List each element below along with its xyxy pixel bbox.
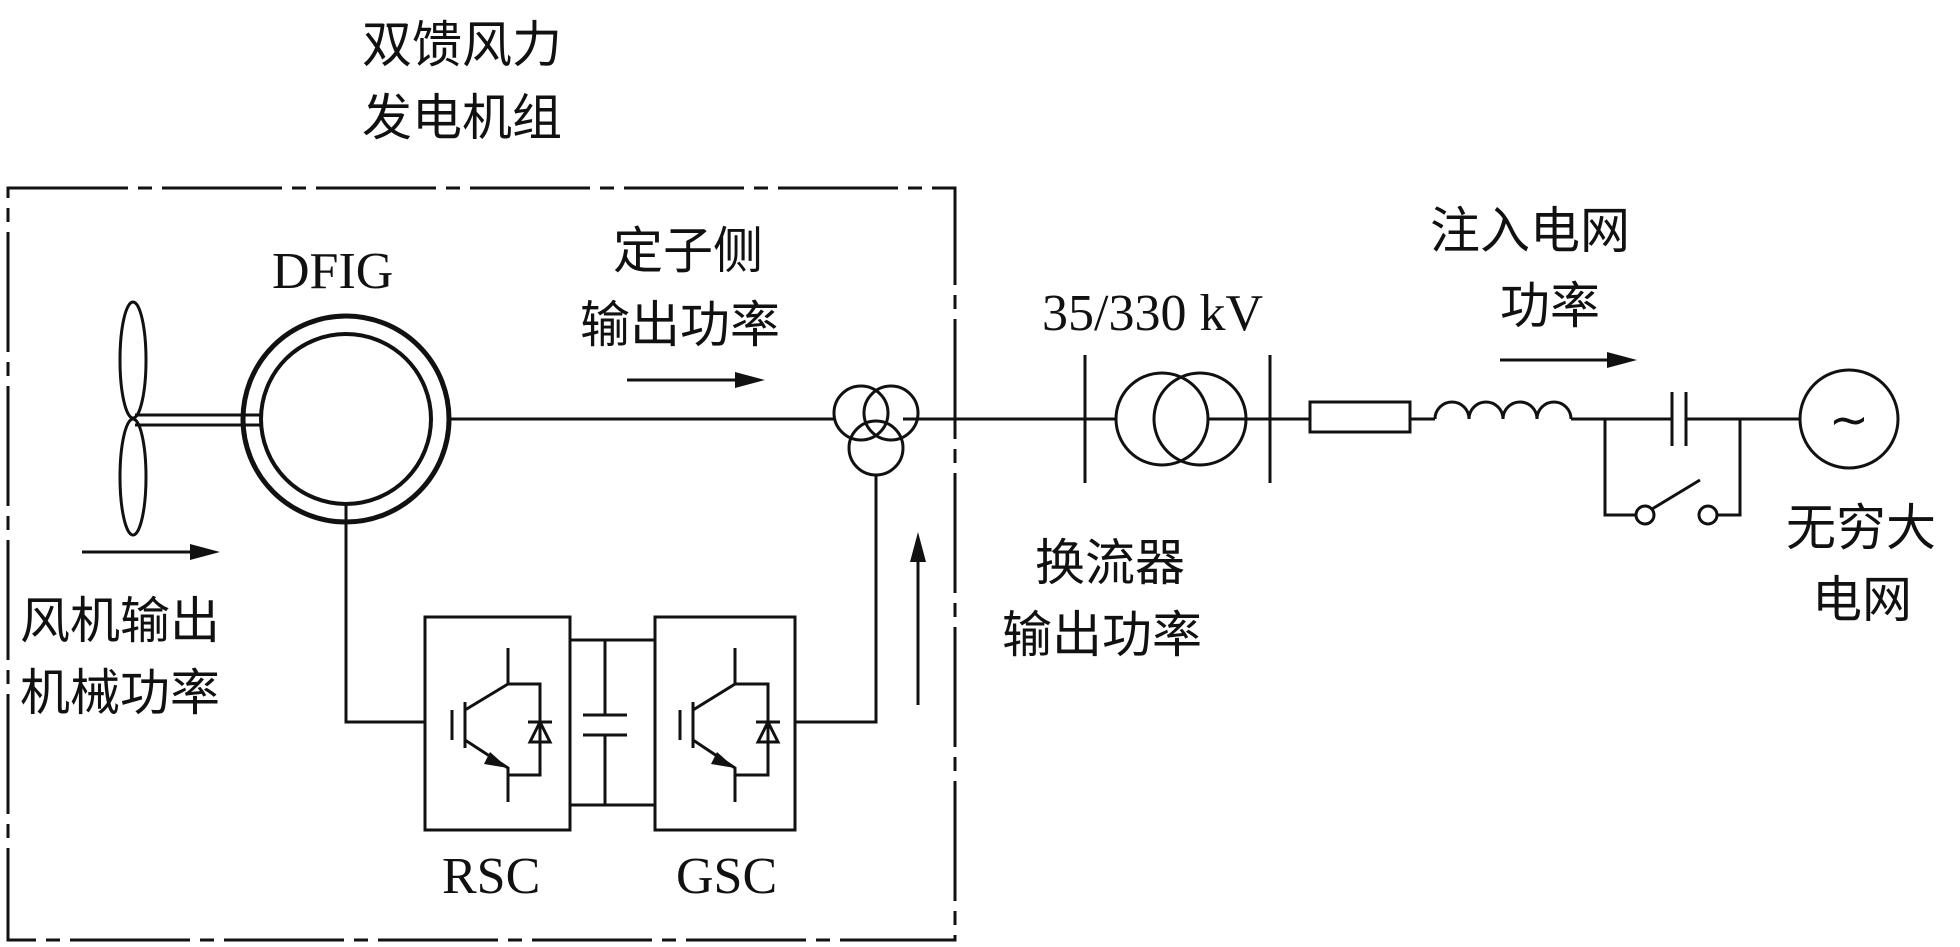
transformer-voltage-label: 35/330 kV (1042, 285, 1263, 342)
stator-power-label-line1: 定子侧 (613, 222, 763, 280)
mech-power-label-line1: 风机输出 (20, 592, 220, 650)
dfig-unit-boundary (6, 186, 957, 942)
gsc-feeder-line (795, 475, 878, 724)
converter-power-label-line1: 换流器 (1035, 534, 1185, 592)
line-resistor-icon (1308, 400, 1412, 434)
grid-label-line1: 无穷大 (1786, 499, 1936, 557)
grid-label-line2: 电网 (1812, 571, 1912, 629)
dfig-unit-title-line2: 发电机组 (362, 89, 562, 147)
three-winding-transformer-icon (832, 384, 920, 477)
converter-power-label-line2: 输出功率 (1002, 606, 1202, 664)
line-inductor-icon (1433, 400, 1573, 420)
ac-source-icon: ~ (1829, 392, 1869, 448)
dfig-generator-icon (240, 313, 452, 525)
mech-power-label-line2: 机械功率 (20, 664, 220, 722)
gsc-converter (653, 615, 797, 832)
series-capacitor-icon (1605, 392, 1740, 446)
stator-power-label-line2: 输出功率 (580, 296, 780, 354)
dfig-label: DFIG (272, 243, 393, 300)
rsc-converter (423, 615, 572, 832)
rotor-feeder-line (344, 502, 425, 724)
injected-power-label-line2: 功率 (1500, 277, 1600, 335)
step-up-transformer-icon (1114, 371, 1248, 467)
dfig-unit-title-line1: 双馈风力 (362, 16, 562, 74)
bypass-switch-icon (1603, 419, 1742, 526)
rsc-label: RSC (442, 848, 540, 905)
stator-power-arrow (627, 372, 765, 388)
infinite-grid-source: ~ (1798, 368, 1900, 470)
gsc-label: GSC (676, 848, 777, 905)
dc-link-capacitor-icon (583, 640, 627, 805)
mech-power-arrow (82, 544, 220, 560)
injected-power-label-line1: 注入电网 (1430, 202, 1630, 260)
injected-power-arrow (1500, 352, 1637, 368)
converter-power-arrow (910, 532, 926, 705)
